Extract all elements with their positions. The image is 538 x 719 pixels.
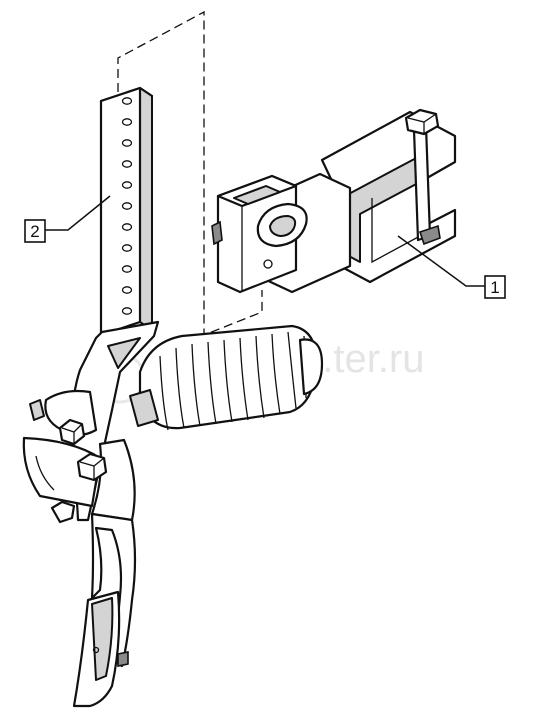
lower-hex-bolt: [76, 452, 108, 482]
callout-1-leader: [397, 235, 485, 287]
callout-2-group: 2: [24, 195, 111, 243]
callout-1-group: 1: [397, 235, 506, 299]
alignment-dashed-line: [117, 10, 263, 336]
holder-bolts: [50, 418, 108, 524]
shank-holes: [121, 97, 133, 315]
callout-2-box: [24, 219, 46, 243]
part-2-shank-bar: [99, 86, 154, 337]
upper-hex-bolt: [58, 418, 86, 446]
eye-bolt: [256, 202, 308, 248]
part-1-clamp-bracket: [211, 108, 457, 294]
callout-2-label: 2: [30, 222, 39, 241]
top-hex-nut: [404, 108, 440, 136]
compression-spring: [129, 324, 324, 431]
callout-1-label: 1: [490, 278, 499, 297]
callout-1-box: [484, 275, 506, 299]
callout-2-leader: [45, 195, 111, 231]
spring-tine: [72, 512, 137, 708]
